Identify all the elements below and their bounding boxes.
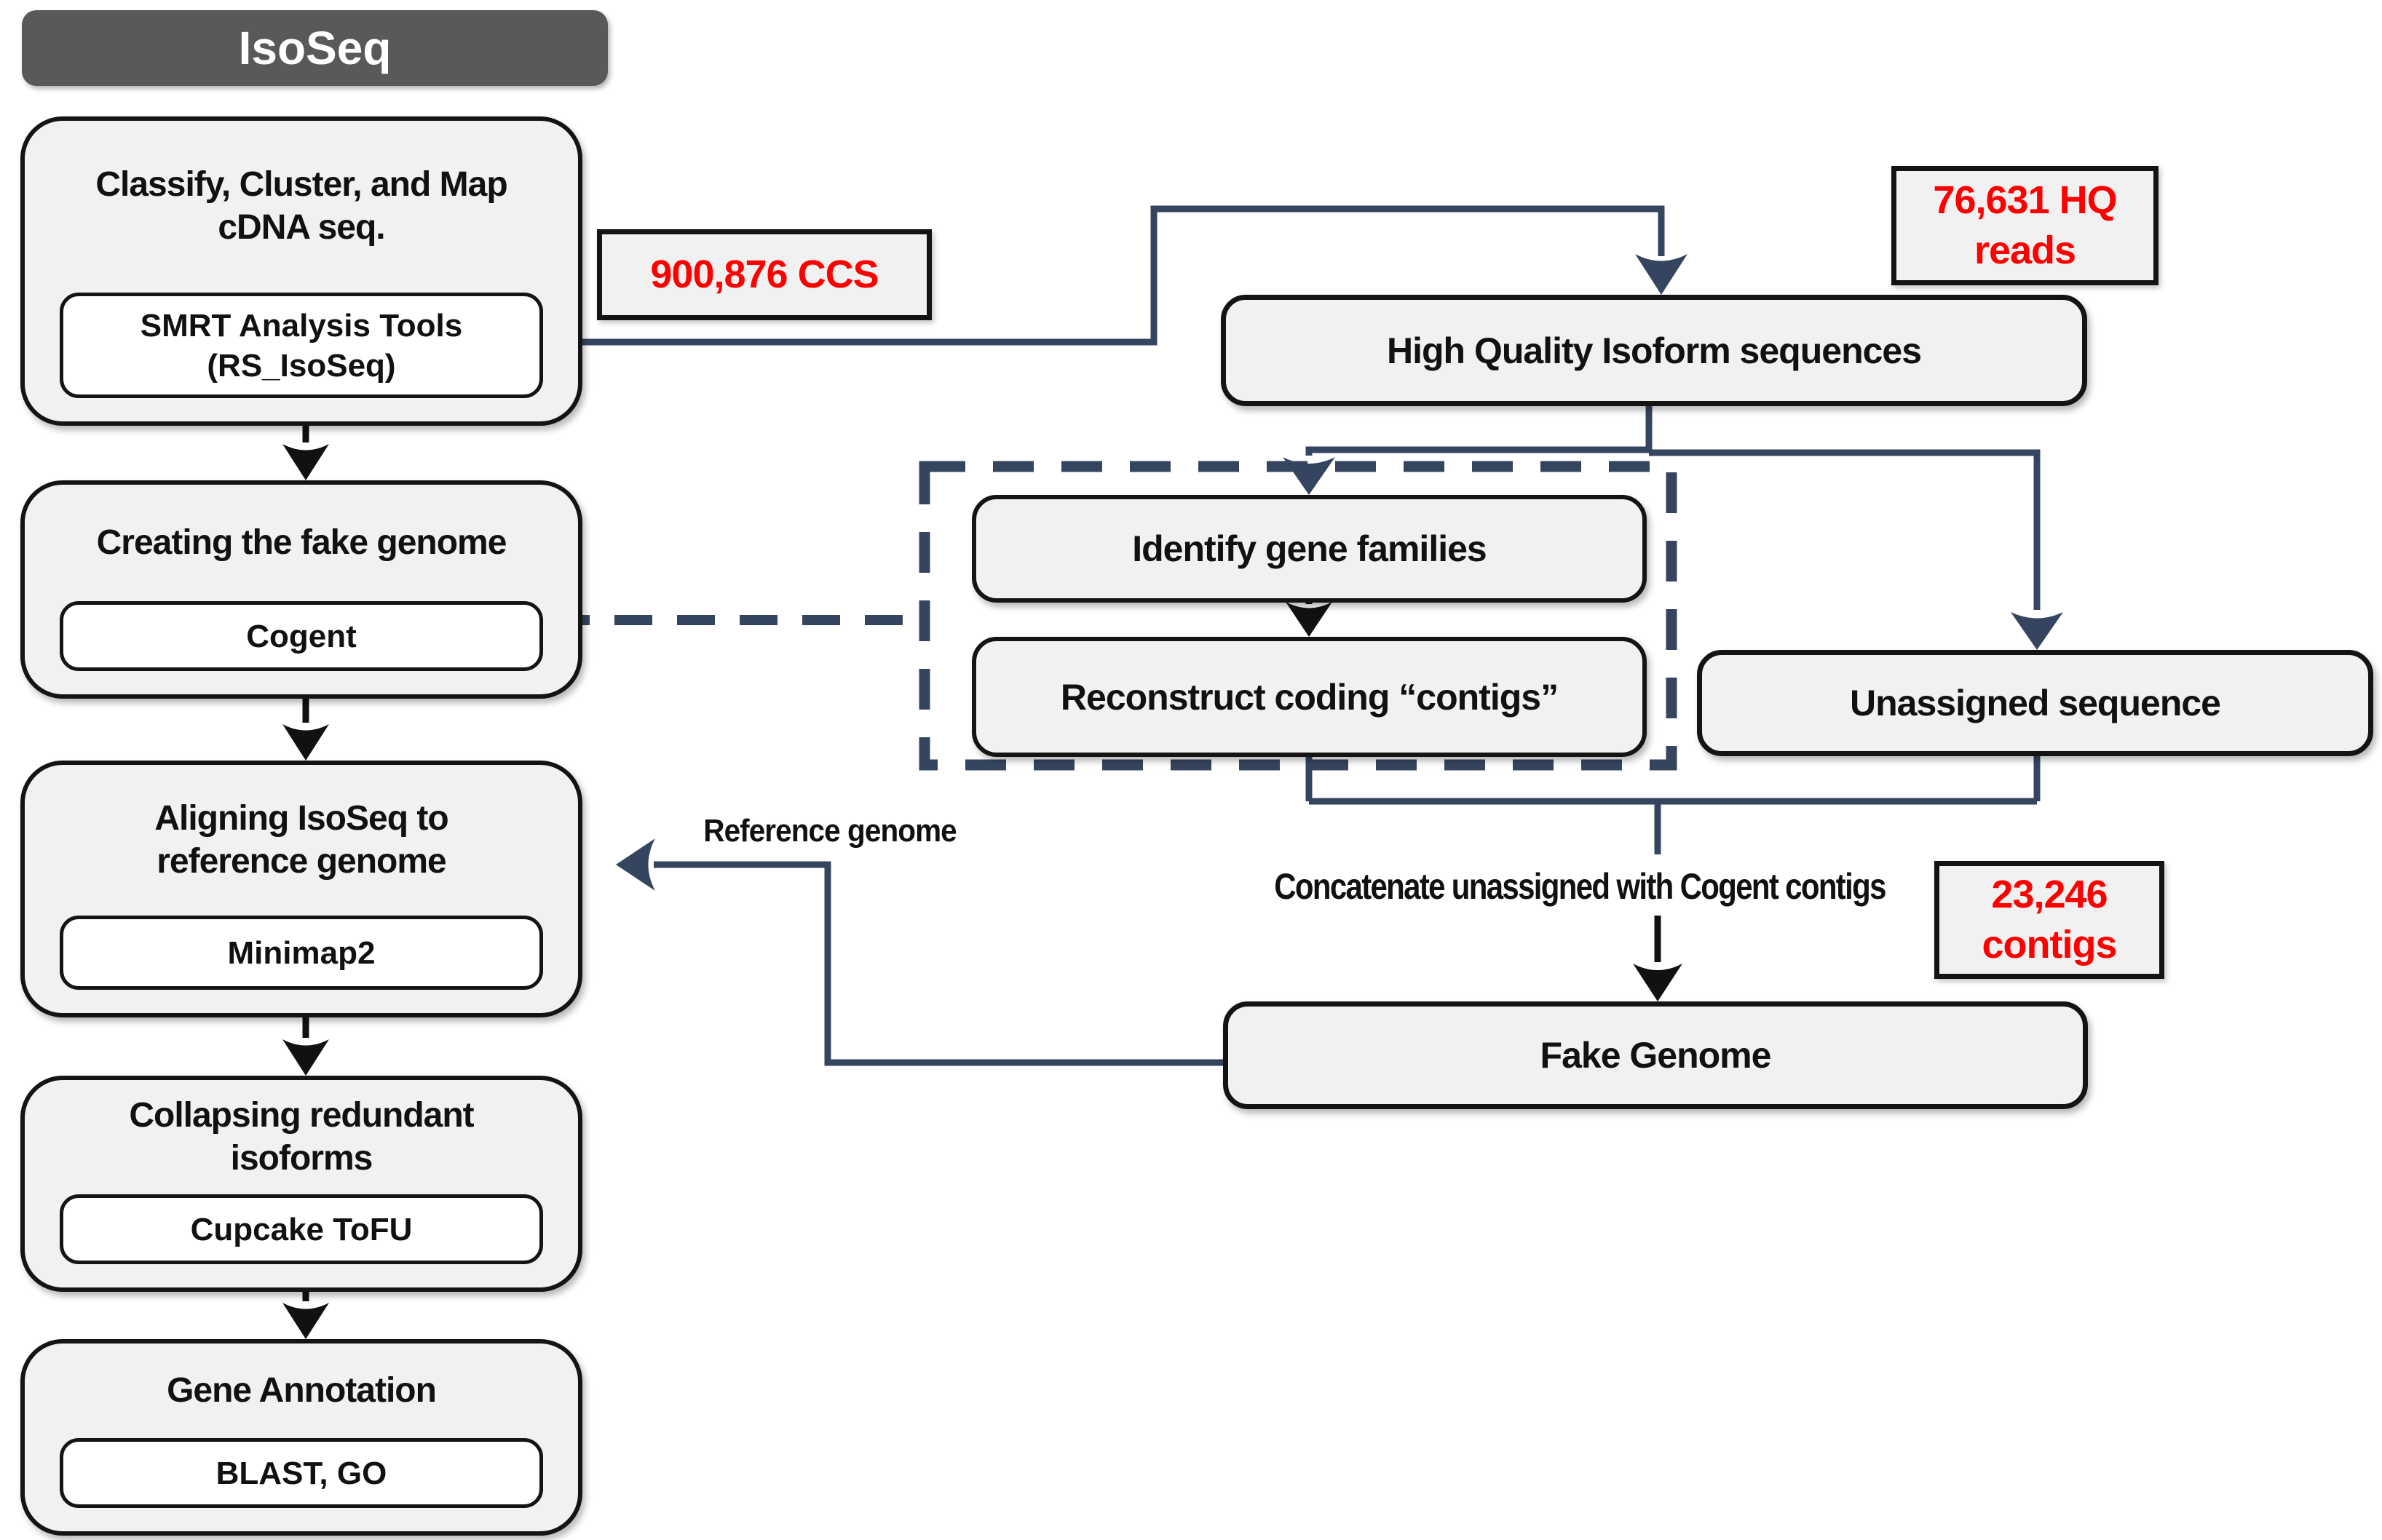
step-collapsing-isoforms: Collapsing redundant isoforms Cupcake To… — [20, 1076, 582, 1292]
tool-blast-go: BLAST, GO — [60, 1438, 543, 1508]
step-title: Creating the fake genome — [96, 523, 507, 562]
arrowhead-into-aligning-icon — [616, 838, 655, 891]
step-title: Classify, Cluster, and Map cDNA seq. — [95, 165, 507, 247]
label-concatenate-note: Concatenate unassigned with Cogent conti… — [1274, 866, 1886, 907]
arrowhead-into-hq-icon — [1635, 254, 1687, 295]
tool-cogent: Cogent — [60, 601, 543, 671]
count-hq-reads: 76,631 HQ reads — [1891, 166, 2159, 285]
node-identify-gene-families: Identify gene families — [972, 495, 1647, 603]
arrowhead-step2-icon — [282, 444, 329, 480]
step-aligning-isoseq: Aligning IsoSeq to reference genome Mini… — [20, 761, 582, 1017]
step-title: Gene Annotation — [167, 1370, 437, 1410]
pipeline-header: IsoSeq — [22, 10, 608, 86]
connector-merge-contigs — [1305, 756, 2041, 854]
tool-cupcake-tofu: Cupcake ToFU — [60, 1194, 543, 1264]
step-classify-cluster-map: Classify, Cluster, and Map cDNA seq. SMR… — [20, 116, 582, 426]
arrowhead-step3-icon — [282, 724, 329, 761]
node-fake-genome: Fake Genome — [1223, 1001, 2088, 1109]
node-high-quality-isoforms: High Quality Isoform sequences — [1221, 295, 2087, 406]
count-contigs: 23,246 contigs — [1934, 861, 2164, 979]
connector-fake-to-aligning — [654, 861, 1223, 1066]
count-ccs-reads: 900,876 CCS — [597, 229, 932, 320]
arrowhead-into-fake-genome-icon — [1633, 964, 1682, 1001]
arrowhead-into-identify-icon — [1283, 457, 1335, 495]
connector-hq-to-identify — [1305, 406, 1653, 456]
pipeline-header-label: IsoSeq — [238, 22, 392, 74]
connector-hq-to-unassigned — [1649, 449, 2041, 610]
node-reconstruct-contigs: Reconstruct coding “contigs” — [972, 637, 1647, 757]
step-title: Aligning IsoSeq to reference genome — [154, 798, 448, 881]
arrowhead-step5-icon — [282, 1303, 329, 1339]
step-title: Collapsing redundant isoforms — [129, 1095, 474, 1178]
tool-smrt-analysis: SMRT Analysis Tools (RS_IsoSeq) — [60, 293, 543, 398]
step-gene-annotation: Gene Annotation BLAST, GO — [20, 1339, 582, 1536]
label-reference-genome: Reference genome — [703, 813, 957, 849]
tool-minimap2: Minimap2 — [60, 916, 543, 990]
node-unassigned-sequence: Unassigned sequence — [1697, 650, 2373, 756]
arrowhead-step4-icon — [282, 1039, 329, 1076]
arrowhead-into-unassigned-icon — [2011, 612, 2063, 650]
arrowhead-reconstruct-icon — [1286, 602, 1332, 637]
step-creating-fake-genome: Creating the fake genome Cogent — [20, 480, 582, 699]
